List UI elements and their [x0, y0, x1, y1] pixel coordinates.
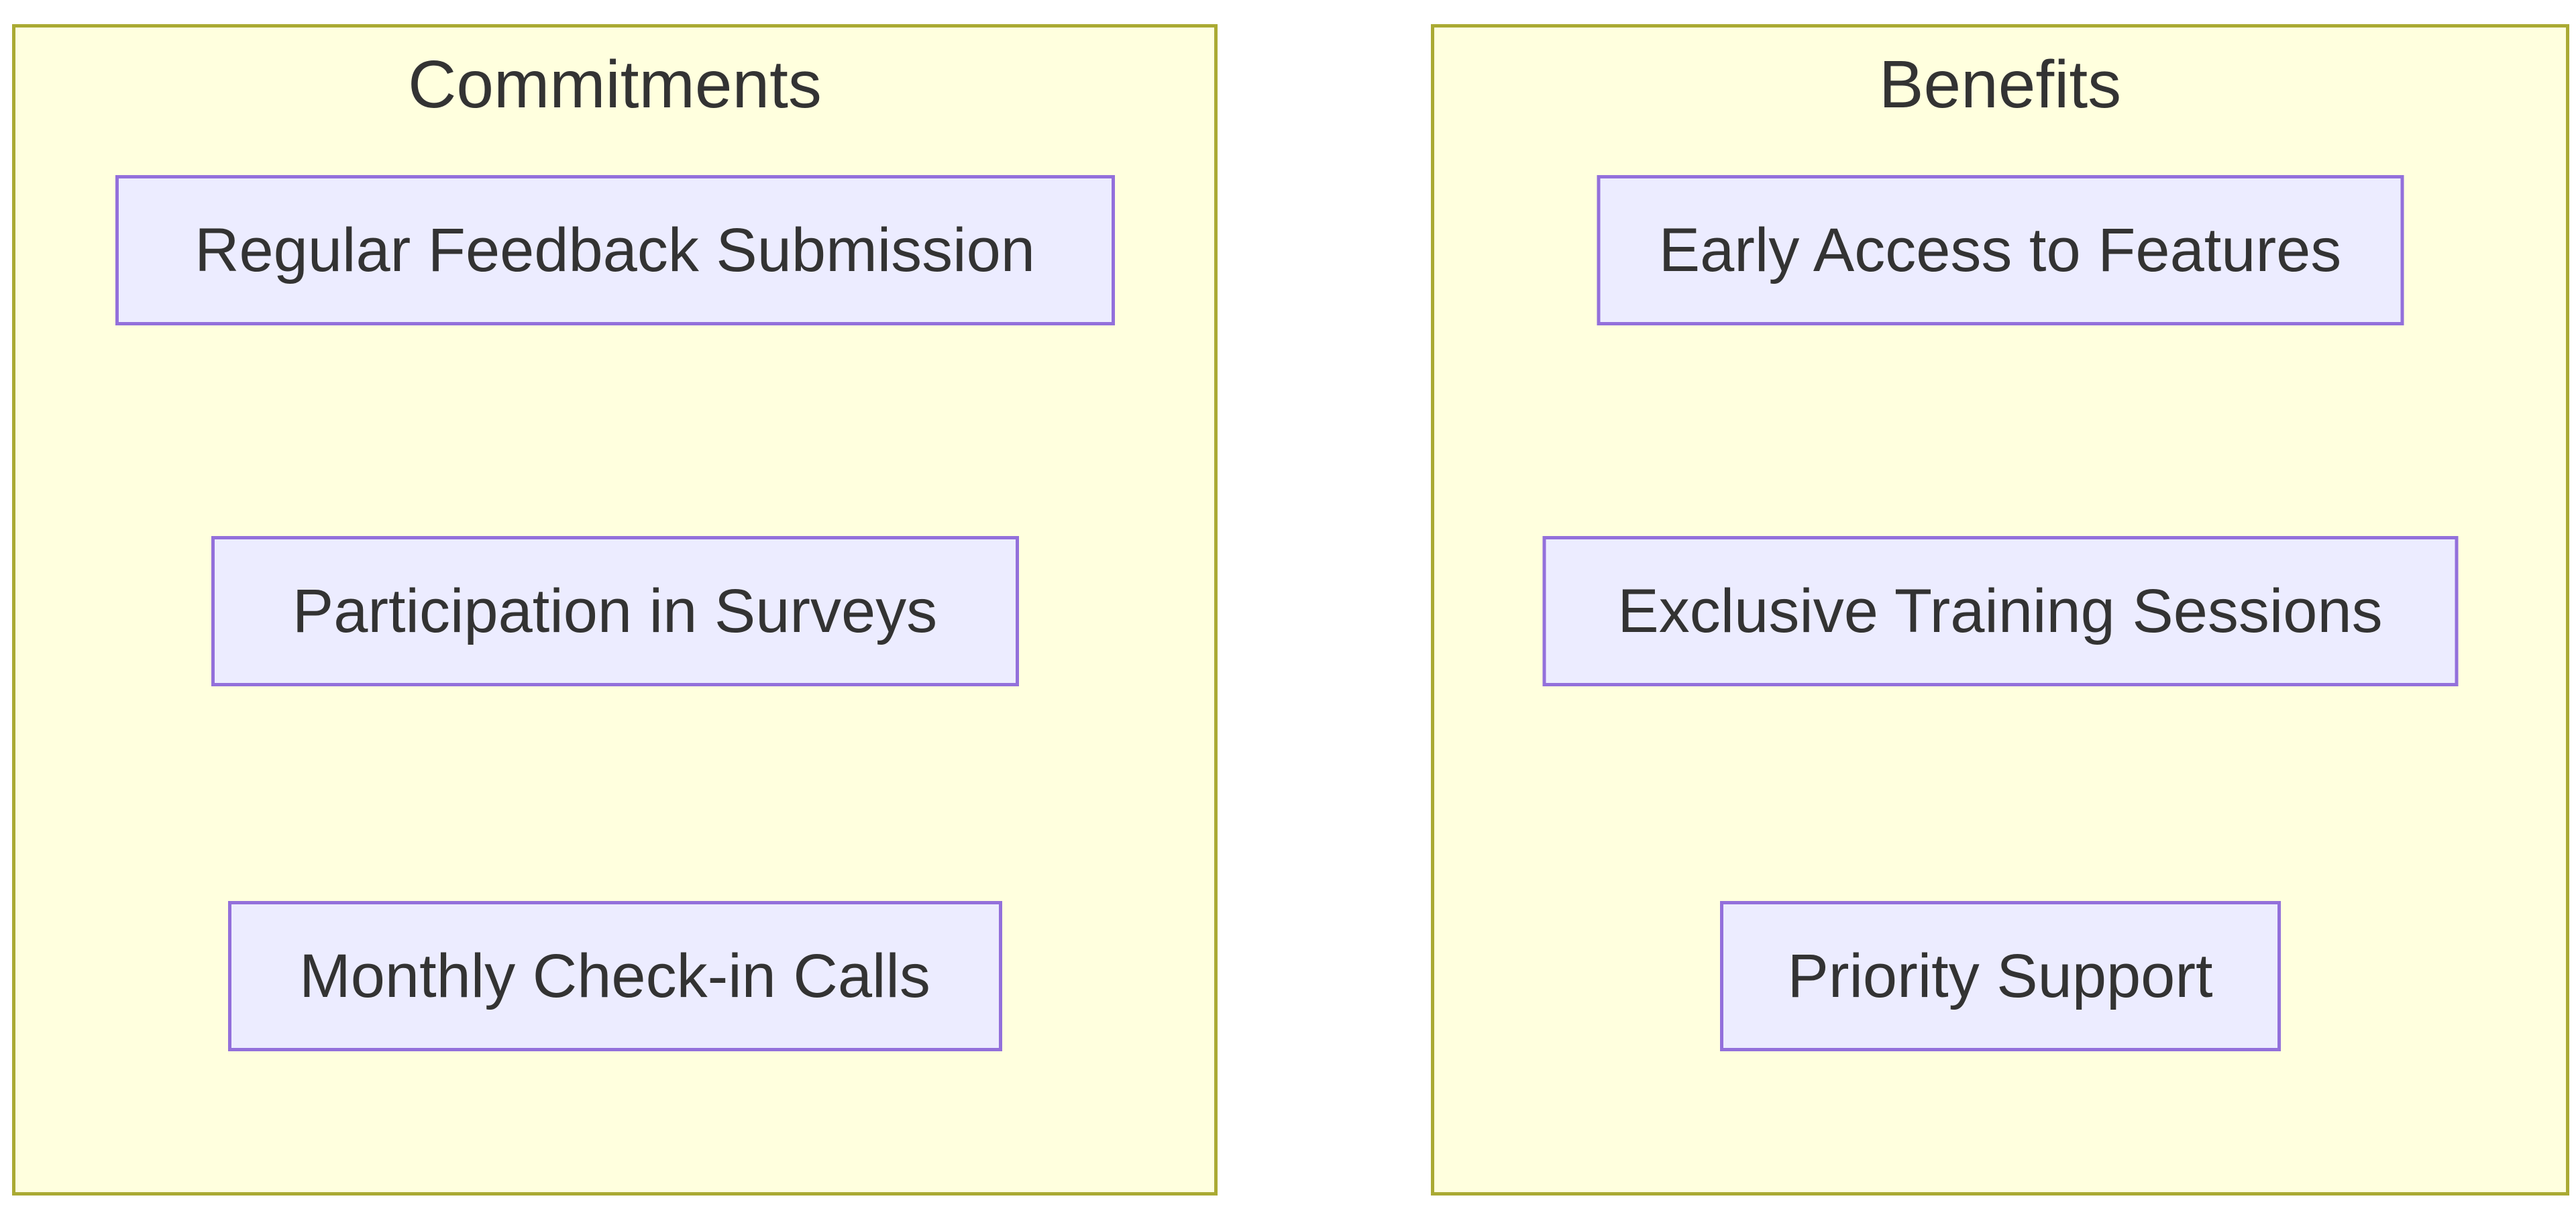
node-exclusive-training-sessions: Exclusive Training Sessions [1542, 536, 2458, 686]
node-monthly-check-in-calls: Monthly Check-in Calls [227, 901, 1002, 1051]
cluster-benefits: Benefits Early Access to Features Exclus… [1431, 24, 2569, 1196]
node-participation-in-surveys: Participation in Surveys [211, 536, 1019, 686]
cluster-title-commitments: Commitments [408, 47, 822, 122]
cluster-title-benefits: Benefits [1878, 47, 2122, 122]
node-regular-feedback-submission: Regular Feedback Submission [115, 175, 1115, 325]
node-early-access-to-features: Early Access to Features [1597, 175, 2404, 325]
node-priority-support: Priority Support [1719, 901, 2281, 1051]
cluster-commitments: Commitments Regular Feedback Submission … [12, 24, 1218, 1196]
